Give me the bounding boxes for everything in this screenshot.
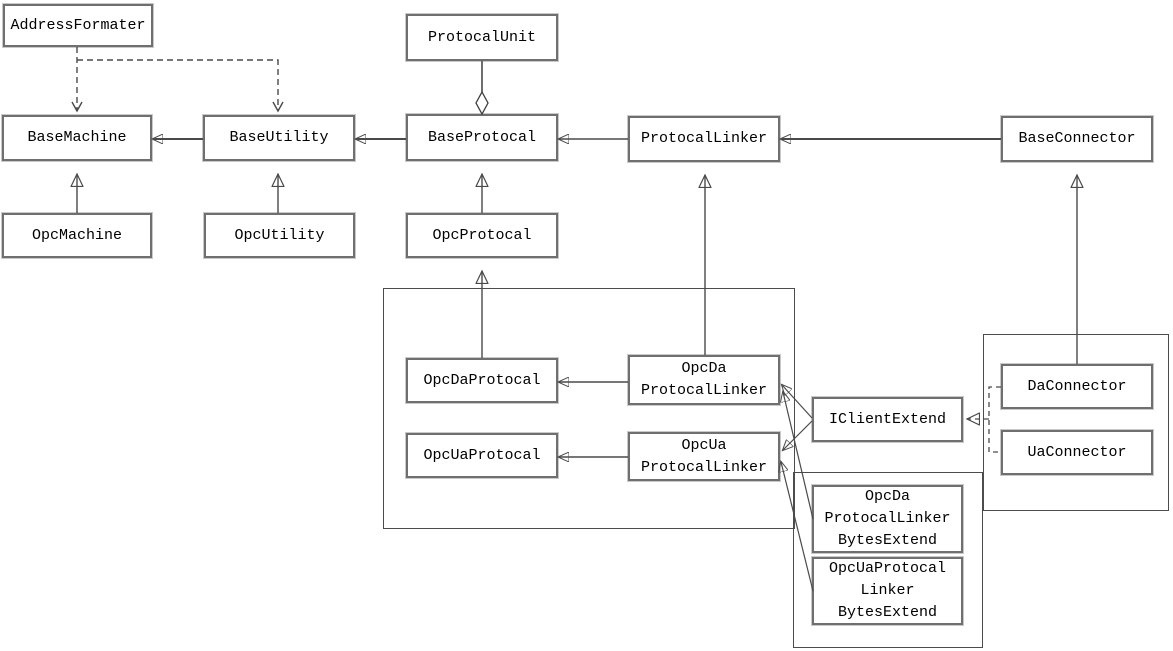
class-box-protocal-linker: ProtocalLinker bbox=[627, 115, 781, 163]
class-box-da-connector: DaConnector bbox=[1000, 363, 1154, 410]
class-box-base-protocal: BaseProtocal bbox=[405, 113, 559, 162]
class-box-opc-ua-protocal-linker: OpcUa ProtocalLinker bbox=[627, 431, 781, 482]
class-box-address-formater: AddressFormater bbox=[2, 3, 154, 48]
class-box-opc-protocal: OpcProtocal bbox=[405, 212, 559, 259]
group-connector-area bbox=[983, 334, 1169, 511]
class-box-opc-utility: OpcUtility bbox=[203, 212, 356, 259]
class-box-opc-machine: OpcMachine bbox=[1, 212, 153, 259]
edge-addressformater-to-baseutility bbox=[77, 59, 284, 113]
class-box-protocal-unit: ProtocalUnit bbox=[405, 13, 559, 62]
class-box-opc-da-protocal: OpcDaProtocal bbox=[405, 357, 559, 404]
class-box-base-machine: BaseMachine bbox=[1, 114, 153, 162]
class-box-opc-da-protocal-linker-bytes-extend: OpcDa ProtocalLinker BytesExtend bbox=[811, 484, 964, 554]
class-box-opc-ua-protocal-linker-bytes-extend: OpcUaProtocal Linker BytesExtend bbox=[811, 556, 964, 626]
class-box-ua-connector: UaConnector bbox=[1000, 429, 1154, 476]
class-box-base-utility: BaseUtility bbox=[202, 114, 356, 162]
edge-protocalunit-aggregation-baseprotocal bbox=[475, 61, 489, 116]
class-box-base-connector: BaseConnector bbox=[1000, 115, 1154, 163]
class-box-i-client-extend: IClientExtend bbox=[811, 396, 964, 443]
class-box-opc-da-protocal-linker: OpcDa ProtocalLinker bbox=[627, 354, 781, 406]
group-opc-protocal-linker-area bbox=[383, 288, 795, 529]
class-box-opc-ua-protocal: OpcUaProtocal bbox=[405, 432, 559, 479]
